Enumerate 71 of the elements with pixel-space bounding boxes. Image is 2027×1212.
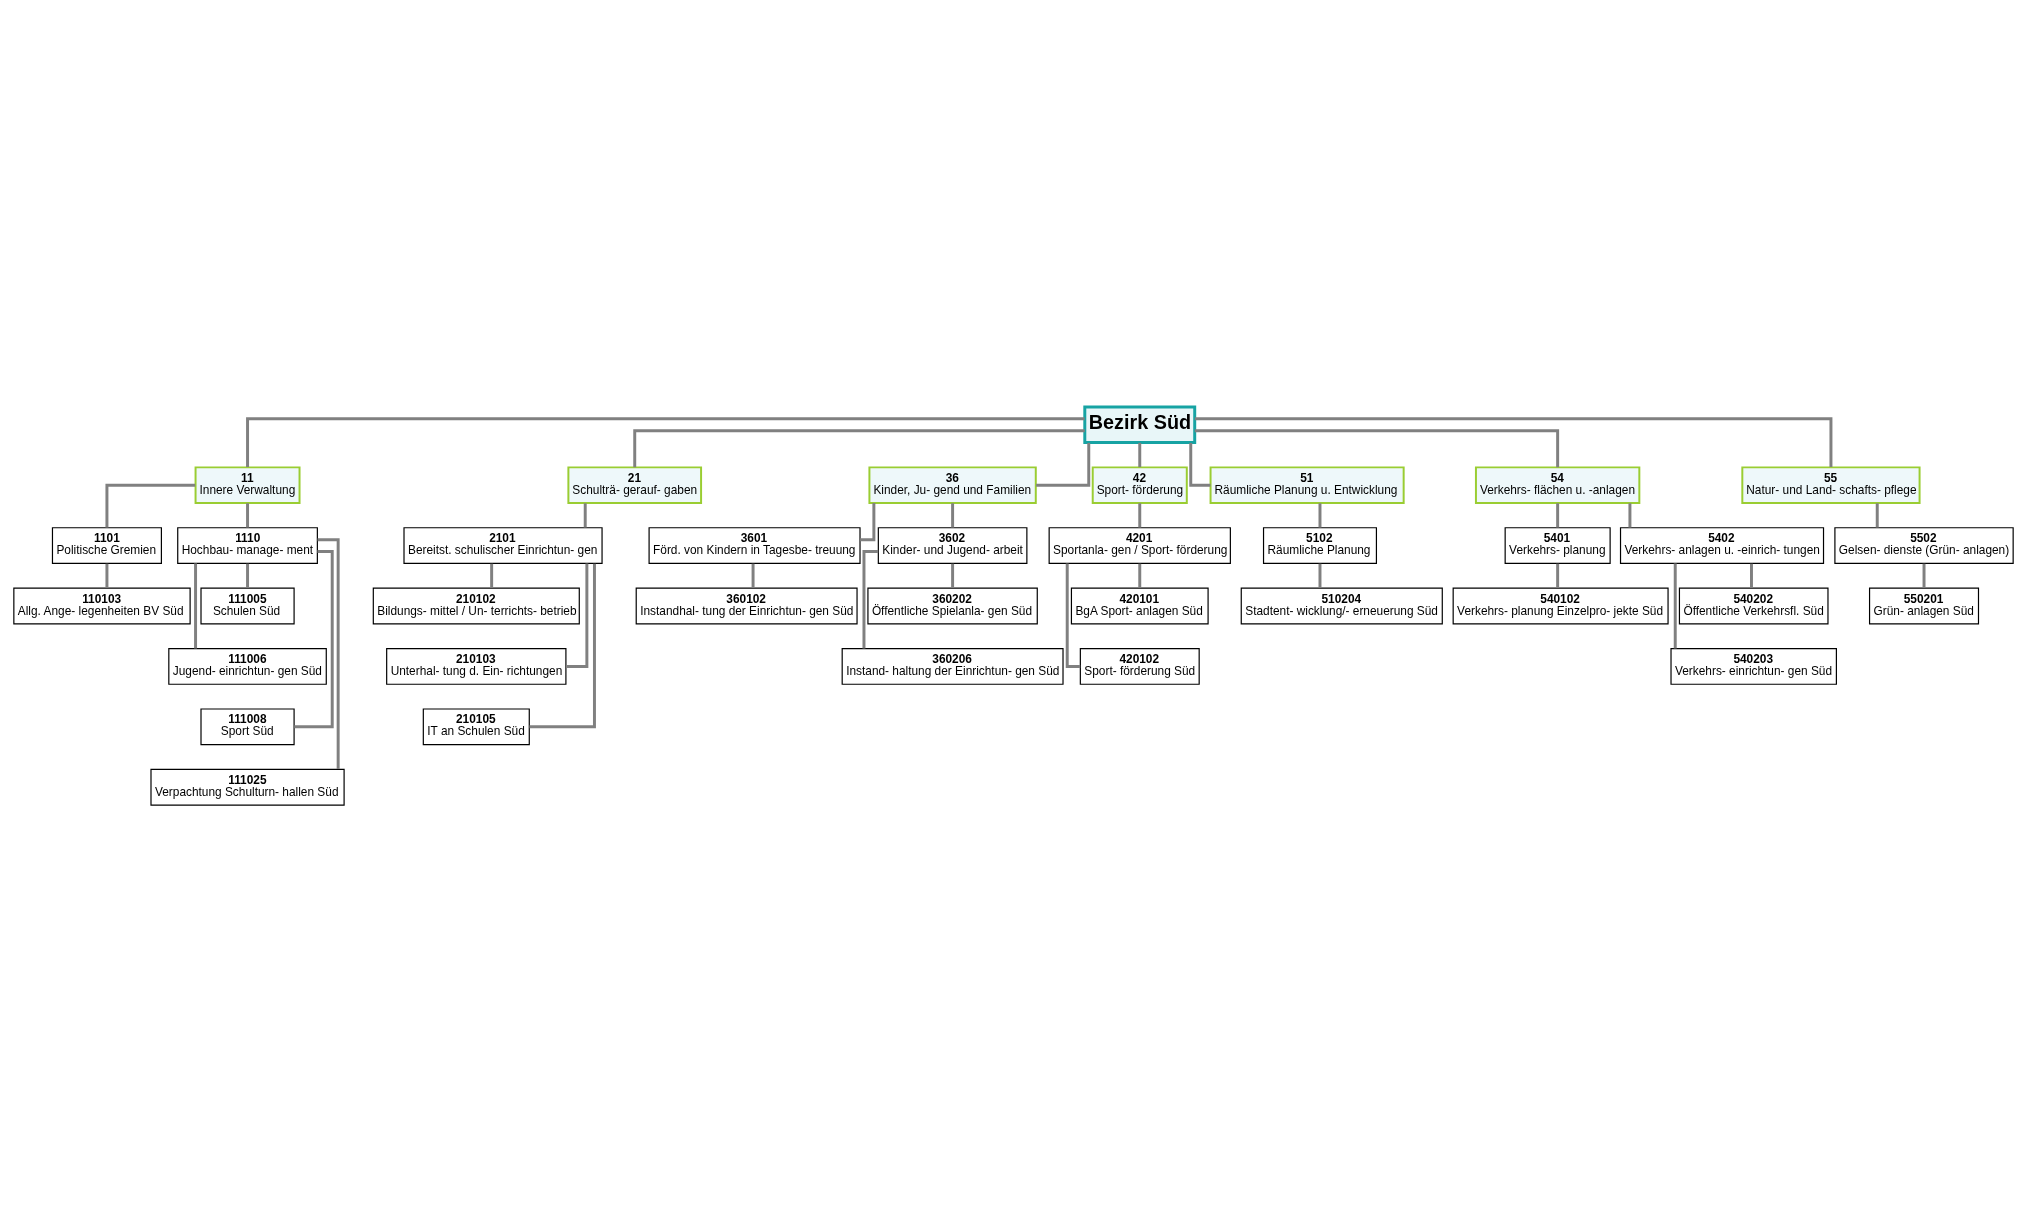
node-box: 55 Natur- und Land- schafts- pflege (1741, 466, 1921, 504)
connector (583, 503, 587, 528)
connector (1556, 503, 1560, 528)
node-box: 5401 Verkehrs- planung (1504, 527, 1611, 564)
node-box: 54 Verkehrs- flächen u. -anlagen (1474, 466, 1641, 504)
connector (294, 550, 334, 729)
node-box: 210105 IT an Schulen Süd (422, 708, 530, 746)
connector (1750, 563, 1753, 588)
connector (566, 563, 589, 668)
connector (1318, 563, 1322, 588)
connector (105, 483, 196, 528)
node-box: 110103 Allg. Ange- legenheiten BV Süd (13, 587, 191, 625)
node-box: 420101 BgA Sport- anlagen Süd (1070, 587, 1209, 625)
connector (1194, 417, 1833, 468)
connector (317, 538, 340, 769)
connector (1189, 442, 1211, 487)
connector (246, 417, 1085, 468)
node-box: 51 Räumliche Planung u. Entwicklung (1209, 466, 1405, 504)
node-box: 2101 Bereitst. schulischer Einrichtun- gen (403, 527, 603, 564)
node-box: 21 Schulträ- gerauf- gaben (567, 466, 703, 504)
connector (1065, 563, 1081, 668)
node-box: 3602 Kinder- und Jugend- arbeit (877, 527, 1028, 564)
connector (951, 503, 955, 528)
connector (529, 563, 596, 729)
node-box: 111008 Sport Süd (200, 708, 295, 746)
node-box: 4201 Sportanla- gen / Sport- förderung (1048, 527, 1231, 564)
node-box: 540203 Verkehrs- einrichtun- gen Süd (1670, 648, 1837, 685)
node-box: 550201 Grün- anlagen Süd (1868, 587, 1980, 625)
node-box: 210102 Bildungs- mittel / Un- terrichts- betrieb (372, 587, 580, 625)
connector (1194, 429, 1560, 468)
connector (1138, 563, 1142, 588)
connector (105, 563, 109, 588)
connector (1922, 563, 1926, 588)
connector (1673, 563, 1677, 649)
node-box: 111006 Jugend- einrichtun- gen Süd (168, 648, 327, 685)
connector (194, 563, 198, 649)
node-box: 11 Innere Verwaltung (194, 466, 301, 504)
node-box: 3601 Förd. von Kindern in Tagesbe- treuung (648, 527, 861, 564)
node-box: 1110 Hochbau- manage- ment (177, 527, 318, 564)
connector (1318, 503, 1322, 528)
node-box: 210103 Unterhal- tung d. Ein- richtungen (386, 648, 567, 685)
node-box: 42 Sport- förderung (1091, 466, 1188, 504)
connector (1036, 442, 1091, 487)
node-box: 5502 Gelsen- dienste (Grün- anlagen) (1834, 527, 2014, 564)
connector (1556, 563, 1560, 588)
node-box: 360102 Instandhal- tung der Einrichtun- gen Süd (635, 587, 858, 625)
connector (1875, 503, 1879, 528)
node-box: 36 Kinder, Ju- gend und Familien (868, 466, 1037, 504)
node-box: 5102 Räumliche Planung (1262, 527, 1377, 564)
connector (246, 503, 250, 528)
connector (951, 563, 955, 588)
connector (490, 563, 494, 588)
connector (751, 563, 755, 588)
connector (633, 429, 1085, 468)
node-box: 540202 Öffentliche Verkehrsfl. Süd (1678, 587, 1829, 625)
node-box: 420102 Sport- förderung Süd (1079, 648, 1200, 685)
node-box: 510204 Stadtent- wicklung/- erneuerung Süd (1240, 587, 1443, 625)
connector (862, 550, 879, 649)
node-box: 360202 Öffentliche Spielanla- gen Süd (867, 587, 1038, 625)
node-box: 5402 Verkehrs- anlagen u. -einrich- tungen (1619, 527, 1825, 564)
connector (860, 503, 876, 542)
connector (1628, 503, 1632, 528)
connector (1138, 442, 1142, 468)
node-box: 540102 Verkehrs- planung Einzelpro- jekte Süd (1452, 587, 1669, 625)
node-box: 1101 Politische Gremien (51, 527, 162, 564)
connector (1138, 503, 1142, 528)
node-box: 111005 Schulen Süd (200, 587, 295, 625)
connector (246, 563, 250, 588)
node-box: Bezirk Süd (1083, 405, 1197, 445)
node-box: 111025 Verpachtung Schulturn- hallen Süd (150, 768, 345, 806)
node-box: 360206 Instand- haltung der Einrichtun- gen Süd (841, 648, 1064, 685)
